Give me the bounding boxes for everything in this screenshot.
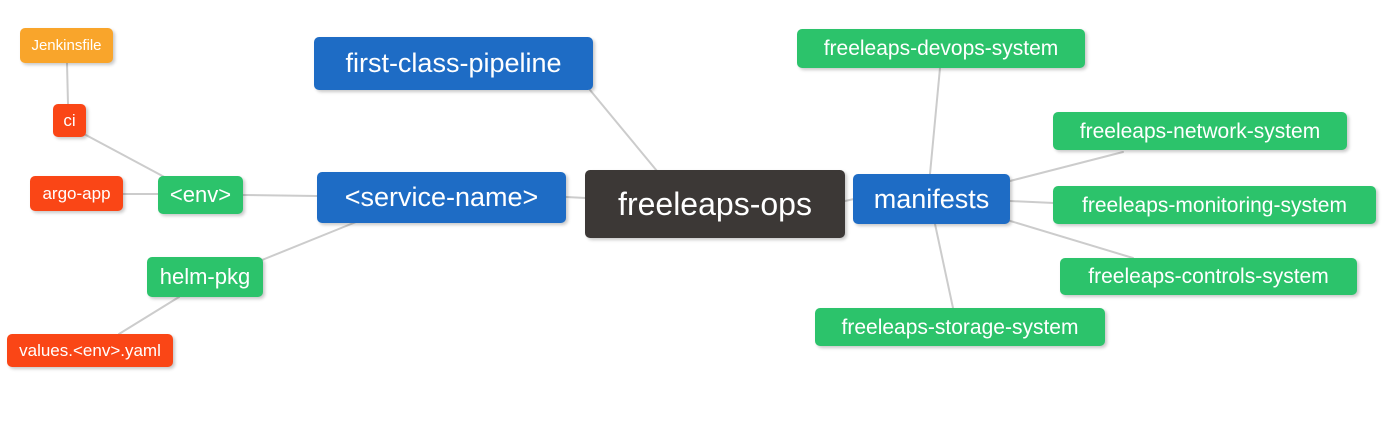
edge-manifests--freeleaps-monitoring-system xyxy=(1009,200,1055,204)
node-freeleaps-monitoring-system[interactable]: freeleaps-monitoring-system xyxy=(1053,186,1376,224)
edge-ci--env xyxy=(83,133,171,181)
edge-first-class-pipeline--freeleaps-ops xyxy=(589,89,658,172)
edge-service-name--freeleaps-ops xyxy=(565,196,587,199)
node-helm-pkg[interactable]: helm-pkg xyxy=(147,257,263,297)
node-argo-app[interactable]: argo-app xyxy=(30,176,123,211)
edge-jenkinsfile--ci xyxy=(66,62,69,105)
node-ci[interactable]: ci xyxy=(53,104,86,137)
edge-helm-pkg--values-env-yaml xyxy=(118,296,180,335)
node-freeleaps-controls-system[interactable]: freeleaps-controls-system xyxy=(1060,258,1357,295)
edge-env--service-name xyxy=(242,194,318,197)
edge-manifests--freeleaps-network-system xyxy=(1009,151,1124,182)
edge-service-name--helm-pkg xyxy=(261,221,357,261)
node-manifests[interactable]: manifests xyxy=(853,174,1010,224)
node-service-name[interactable]: <service-name> xyxy=(317,172,566,223)
node-values-env-yaml[interactable]: values.<env>.yaml xyxy=(7,334,173,367)
node-jenkinsfile[interactable]: Jenkinsfile xyxy=(20,28,113,63)
edge-manifests--freeleaps-storage-system xyxy=(934,223,954,309)
node-env[interactable]: <env> xyxy=(158,176,243,214)
edge-manifests--freeleaps-controls-system xyxy=(1006,219,1134,259)
node-freeleaps-storage-system[interactable]: freeleaps-storage-system xyxy=(815,308,1105,346)
node-first-class-pipeline[interactable]: first-class-pipeline xyxy=(314,37,593,90)
node-freeleaps-ops[interactable]: freeleaps-ops xyxy=(585,170,845,238)
edge-manifests--freeleaps-devops-system xyxy=(929,67,941,175)
node-freeleaps-devops-system[interactable]: freeleaps-devops-system xyxy=(797,29,1085,68)
node-freeleaps-network-system[interactable]: freeleaps-network-system xyxy=(1053,112,1347,150)
